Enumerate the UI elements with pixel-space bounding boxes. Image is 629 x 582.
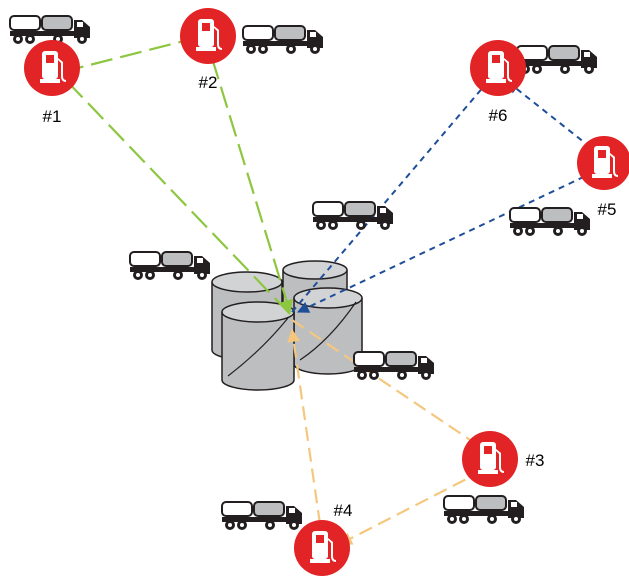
station-4: #4 (294, 501, 352, 576)
route-orange (287, 319, 496, 545)
route-blue-depot-to-6 (291, 71, 497, 313)
station-6: #6 (470, 40, 526, 125)
route-green (60, 34, 293, 315)
tanker-truck-icon (353, 351, 435, 381)
station-5: #5 (577, 136, 629, 219)
station-label-2: #2 (199, 73, 218, 92)
tanker-truck-icon (509, 207, 591, 237)
station-3: #3 (462, 431, 544, 487)
route-green-2-to-depot (210, 57, 293, 314)
tank-front-left (221, 301, 295, 391)
station-label-4: #4 (334, 501, 353, 520)
station-label-6: #6 (489, 106, 508, 125)
route-orange-depot-to-3 (291, 319, 496, 457)
tanker-truck-icon (221, 501, 303, 531)
route-green-1-to-2 (60, 34, 198, 76)
tanker-truck-icon (443, 495, 525, 525)
storage-tanks-icon (211, 260, 363, 391)
route-blue-5-to-depot (296, 171, 595, 313)
tanker-truck-icon (129, 251, 211, 281)
tanker-truck-icon (242, 25, 324, 55)
station-label-3: #3 (526, 451, 545, 470)
station-1: #1 (24, 40, 80, 126)
tanker-truck-icon (9, 15, 91, 45)
tanker-truck-icon (312, 201, 394, 231)
station-2: #2 (180, 8, 236, 92)
tanker-truck-icon (516, 45, 598, 75)
route-orange-4-to-depot (287, 328, 322, 525)
station-label-1: #1 (43, 107, 62, 126)
route-green-depot-to-1 (61, 75, 291, 315)
station-label-5: #5 (598, 200, 617, 219)
route-orange-3-to-4 (338, 469, 486, 545)
